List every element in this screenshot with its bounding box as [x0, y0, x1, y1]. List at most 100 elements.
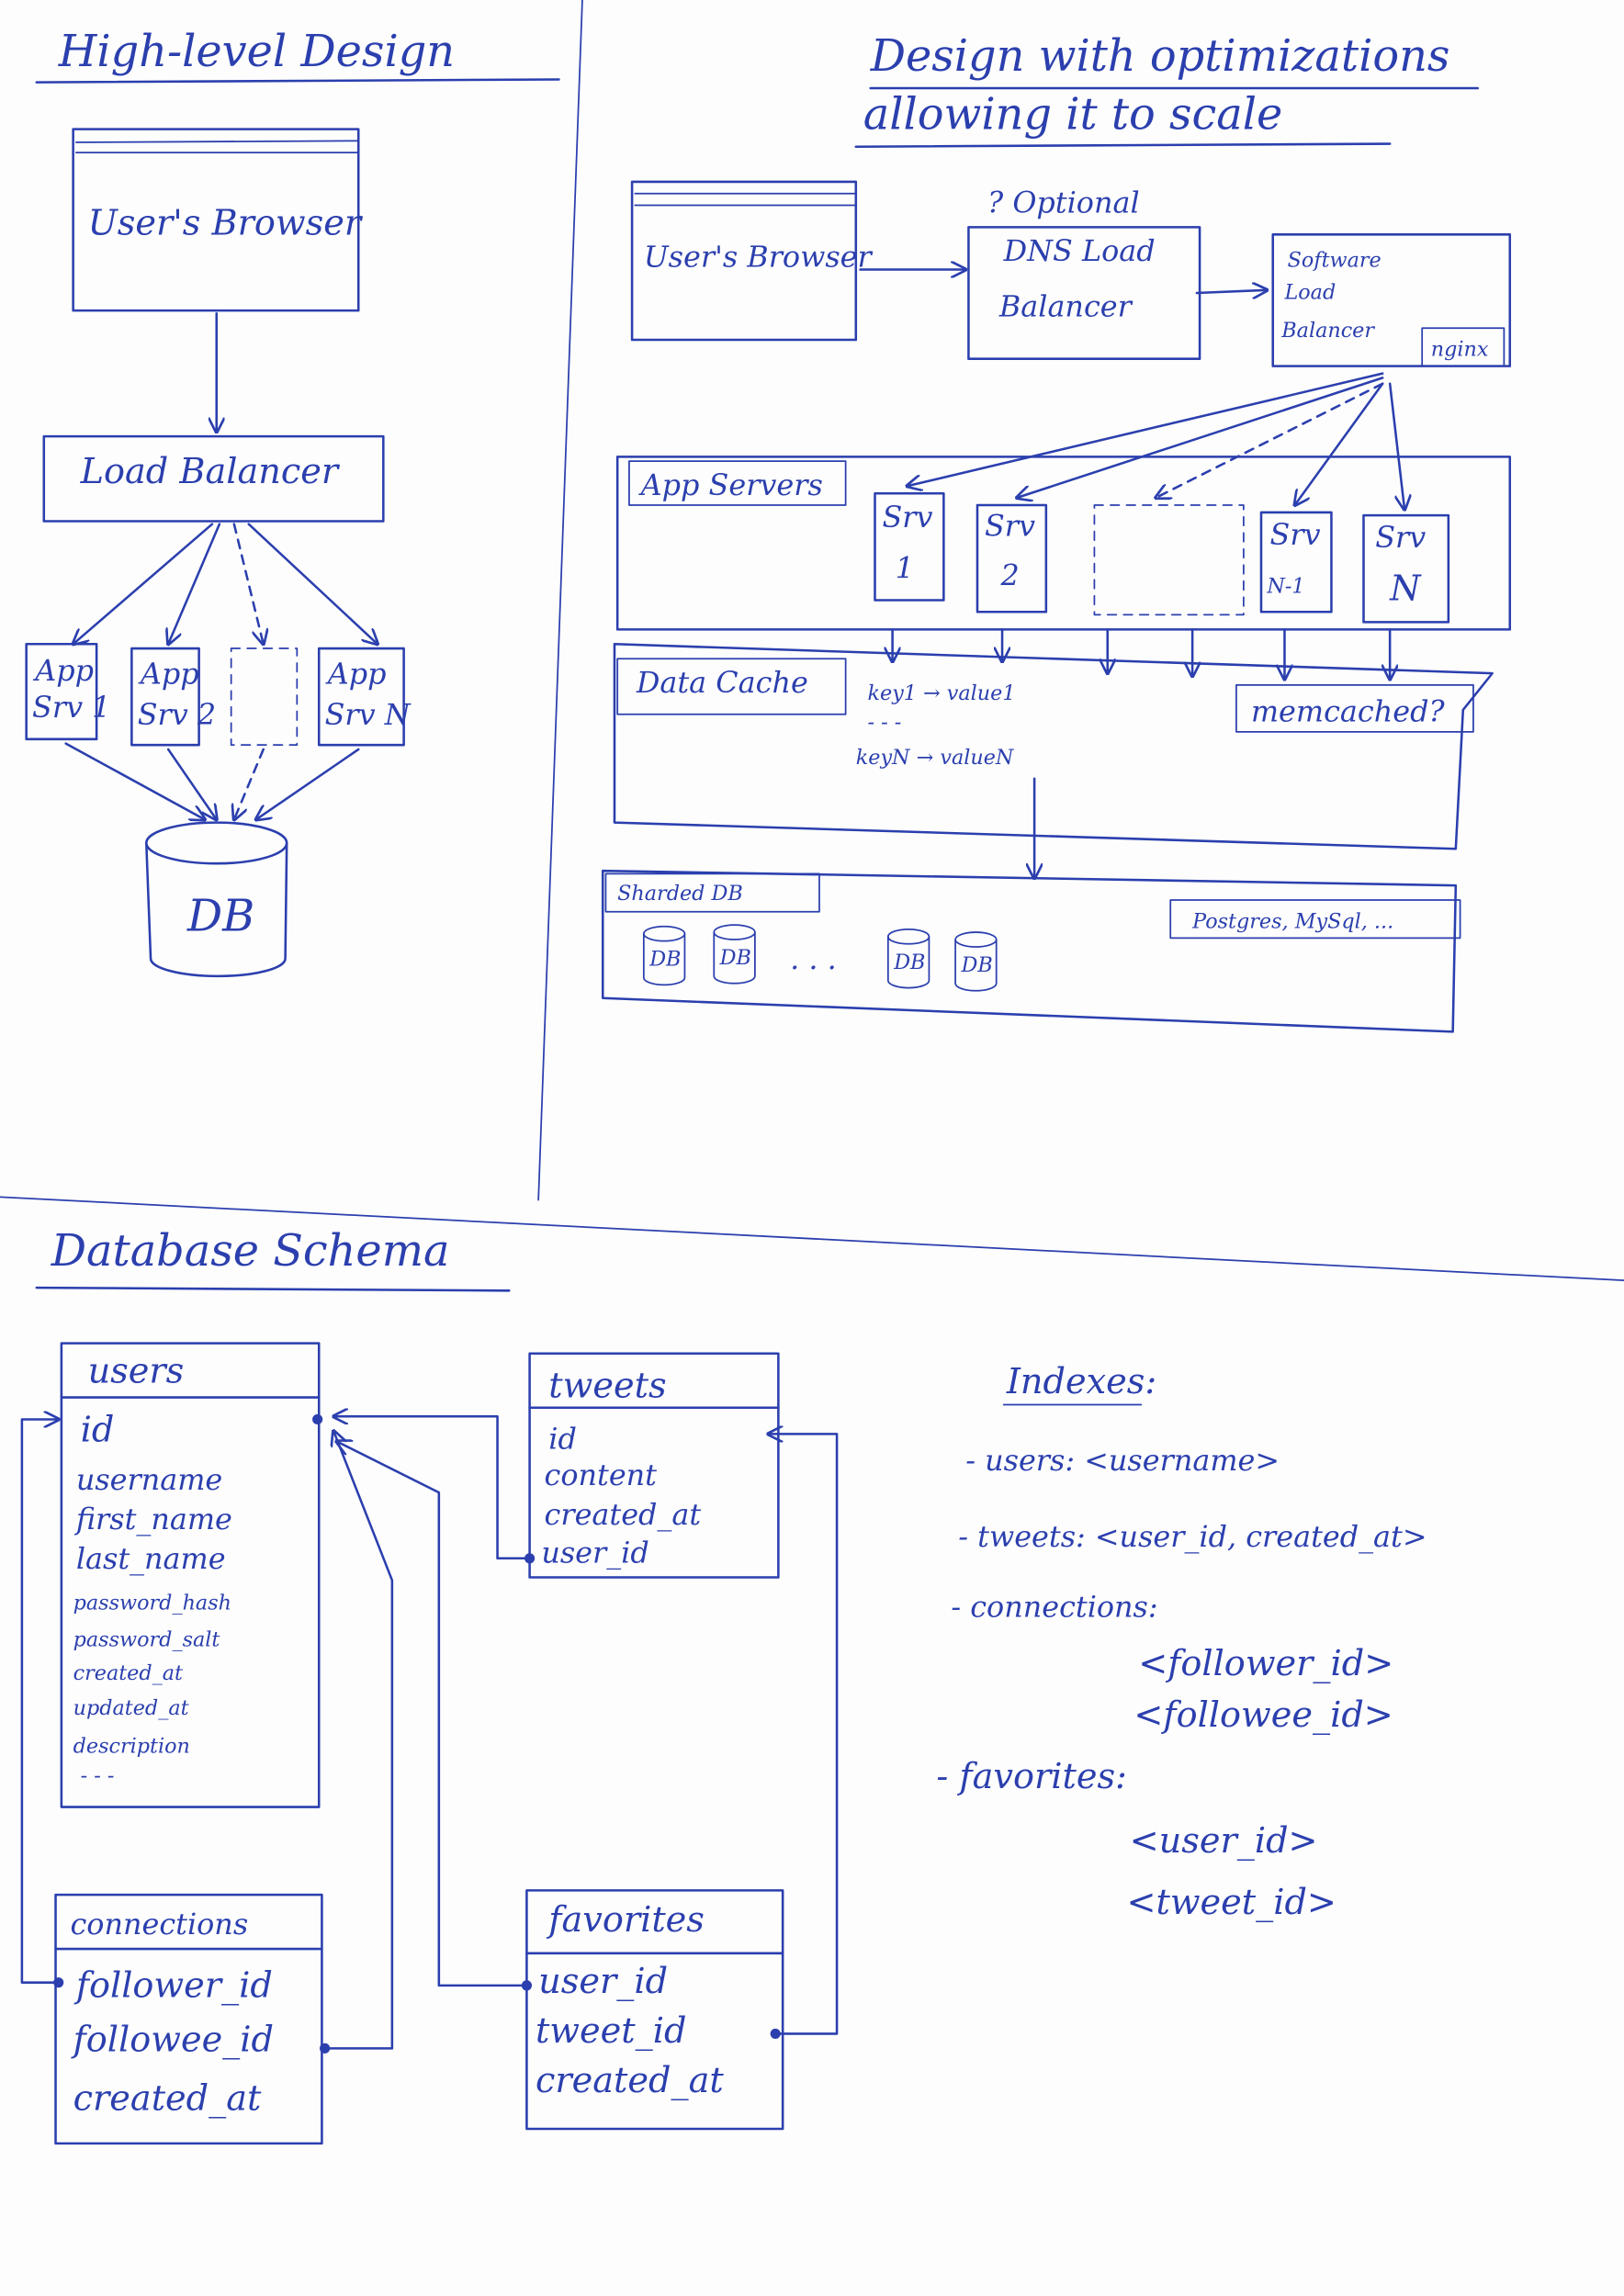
database-cylinder: DB [145, 821, 288, 978]
server-box [874, 491, 945, 602]
fk-tweets-user-id [333, 1416, 531, 1560]
indexes-notes: Indexes: - users: <username> - tweets: <… [936, 1362, 1427, 1923]
db-shard-label: DB [893, 951, 925, 974]
app-server-placeholder [230, 647, 299, 747]
load-balancer-label: Load Balancer [80, 452, 341, 492]
db-top [145, 821, 288, 865]
arrow-lb-to-srvn [1388, 382, 1404, 510]
database-schema: Database Schema users id username first_… [20, 1226, 1427, 2145]
browser-toolbar [74, 140, 360, 143]
app-server-2: App Srv 2 [130, 647, 216, 747]
browser-box-optimized: User's Browser [630, 180, 874, 342]
title-underline [35, 78, 560, 84]
db-shard-4: DB [954, 931, 998, 992]
arrow-lb-to-srv-dashed [232, 523, 264, 645]
software-lb-box [1271, 233, 1512, 367]
table-box [528, 1352, 780, 1579]
tweets-table: tweets id content created_at user_id [528, 1352, 780, 1579]
sharded-db-box [601, 869, 1458, 1033]
table-field: updated_at [73, 1696, 189, 1720]
index-line: - users: <username> [965, 1443, 1280, 1478]
connections-table: connections follower_id followee_id crea… [54, 1893, 323, 2145]
browser-label: User's Browser [88, 203, 364, 243]
server-label: Srv 1 [32, 690, 110, 725]
server-box [1259, 511, 1333, 613]
server-label: Srv N [325, 697, 412, 732]
software-lb-label: Software [1288, 248, 1382, 272]
arrow-lb-to-placeholder [1156, 382, 1384, 498]
table-field: id [548, 1421, 577, 1456]
db-ellipsis: . . . [790, 941, 837, 976]
server-label: Srv [1270, 517, 1321, 552]
app-server-n: App Srv N [317, 647, 412, 747]
optional-note: ? Optional [987, 185, 1140, 219]
server-box [976, 503, 1048, 613]
server-label: Srv [985, 508, 1035, 543]
server-label: Srv [1375, 520, 1426, 555]
server-1: Srv 1 [874, 491, 945, 602]
index-line: <follower_id> [1138, 1644, 1393, 1684]
table-field: created_at [545, 1497, 702, 1532]
pk-dot-users-id [312, 1413, 323, 1425]
server-box [1362, 513, 1450, 624]
table-field: content [545, 1458, 658, 1492]
high-level-title: High-level Design [58, 27, 455, 77]
db-shard-1: DB [642, 925, 686, 986]
arrow-lb-to-srv2 [1017, 377, 1384, 498]
data-cache-box [613, 643, 1494, 850]
fk-favorites-user-id [336, 1441, 528, 1987]
arrow-srvn-to-db [256, 748, 360, 819]
software-lb-label: Balancer [1280, 319, 1375, 343]
title-underline [854, 142, 1392, 149]
fk-favorites-tweet-id [768, 1434, 839, 2035]
users-table: users id username first_name last_name p… [60, 1342, 321, 1808]
schema-title: Database Schema [51, 1226, 450, 1277]
table-box [54, 1893, 323, 2145]
index-line: - connections: [951, 1589, 1157, 1624]
table-field: last_name [76, 1541, 226, 1576]
app-servers-label: App Servers [638, 467, 823, 502]
table-field: - - - [81, 1763, 115, 1787]
table-field: user_id [541, 1536, 648, 1570]
arrow-lb-to-srvn-1 [1295, 382, 1384, 505]
fk-dot [521, 1980, 532, 1991]
fk-dot [320, 2043, 331, 2054]
table-box [60, 1342, 321, 1808]
server-box [25, 643, 98, 741]
horizontal-divider [0, 1196, 1624, 1282]
data-cache-label: Data Cache [636, 665, 808, 700]
table-field: first_name [74, 1502, 232, 1536]
optimized-title-line2: allowing it to scale [863, 90, 1283, 141]
db-label: DB [186, 891, 254, 941]
index-line: <followee_id> [1133, 1695, 1393, 1736]
server-label: Srv [882, 500, 932, 535]
server-n: Srv N [1362, 513, 1450, 624]
db-shard-label: DB [719, 946, 751, 970]
fk-connections-followee-id [323, 1431, 394, 2050]
high-level-design: High-level Design User's Browser Load Ba… [25, 27, 560, 978]
server-label: Srv 2 [138, 697, 216, 732]
vertical-divider [537, 0, 583, 1201]
indexes-title: Indexes: [1006, 1362, 1156, 1402]
arrow-srv2-to-db [166, 748, 217, 819]
index-line: - favorites: [936, 1757, 1127, 1797]
arrow-lb-to-srv1 [908, 372, 1384, 487]
index-line: <user_id> [1130, 1821, 1318, 1862]
app-servers-label-box [628, 460, 847, 506]
memcached-label: memcached? [1251, 694, 1446, 729]
favorites-table: favorites user_id tweet_id created_at [525, 1889, 784, 2131]
load-balancer-box [42, 434, 385, 523]
table-field: user_id [538, 1962, 668, 2002]
software-lb-label: Load [1283, 280, 1336, 304]
db-shard-2: DB [713, 924, 756, 985]
table-field: password_hash [73, 1592, 231, 1615]
table-field: follower_id [73, 1966, 273, 2007]
cache-entry: - - - [868, 711, 902, 735]
server-box [130, 647, 200, 747]
arrow-lb-to-srvn [247, 523, 378, 645]
table-field: followee_id [71, 2020, 274, 2061]
server-label: App [138, 656, 199, 691]
table-name: tweets [548, 1367, 666, 1407]
cache-entry: key1 → value1 [868, 681, 1016, 705]
